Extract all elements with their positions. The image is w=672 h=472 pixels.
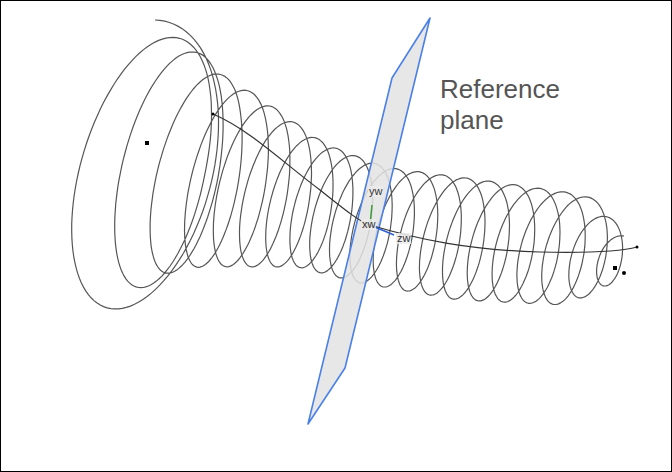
point-marker	[622, 271, 626, 275]
axis-label: xw	[361, 219, 376, 230]
plane-label: Reference plane	[440, 74, 590, 136]
point-marker	[145, 141, 149, 145]
point-marker	[636, 246, 639, 249]
reference-plane	[308, 18, 430, 424]
axis-label: zw	[396, 233, 411, 244]
axis-label: yw	[368, 186, 383, 197]
spine-path	[213, 114, 637, 252]
point-marker	[613, 266, 617, 270]
point-marker	[212, 113, 215, 116]
